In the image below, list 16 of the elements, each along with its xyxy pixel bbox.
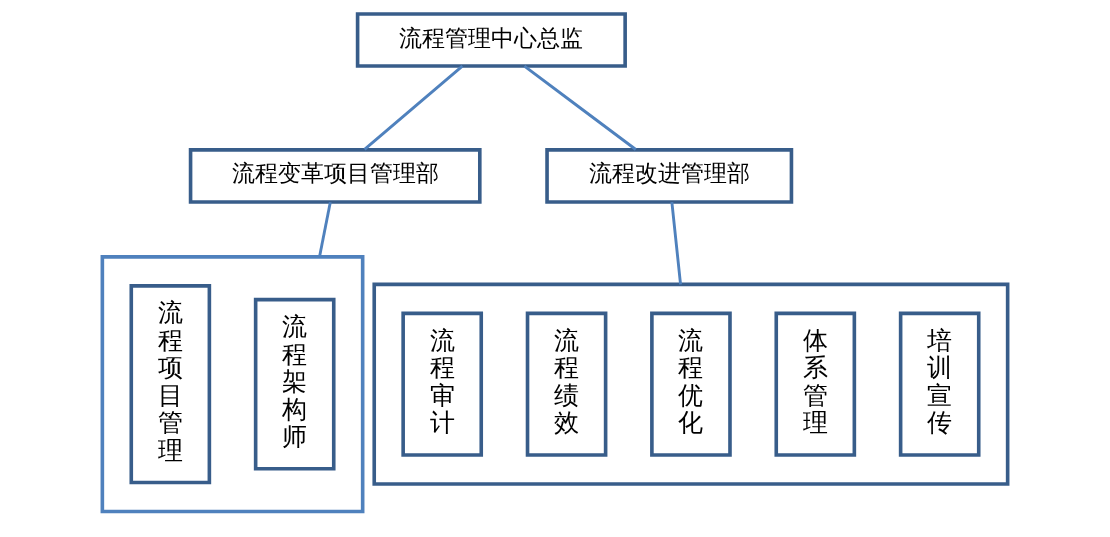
node-box: 培训宣传 [898,311,981,457]
node-box: 流程管理中心总监 [355,12,627,68]
node-box: 流程优化 [650,311,732,457]
connector [523,65,637,151]
connector [670,202,682,285]
cluster [100,255,365,514]
node-box: 流程变革项目管理部 [188,148,482,204]
cluster [372,282,1010,486]
node-box: 体系管理 [774,311,857,457]
node-box: 流程项目管理 [129,284,212,485]
node-box: 流程改进管理部 [545,148,794,204]
node-box: 流程架构师 [253,297,336,471]
connector [318,201,332,258]
node-box: 流程绩效 [525,311,608,457]
node-box: 流程审计 [401,311,484,457]
connector [363,65,464,151]
